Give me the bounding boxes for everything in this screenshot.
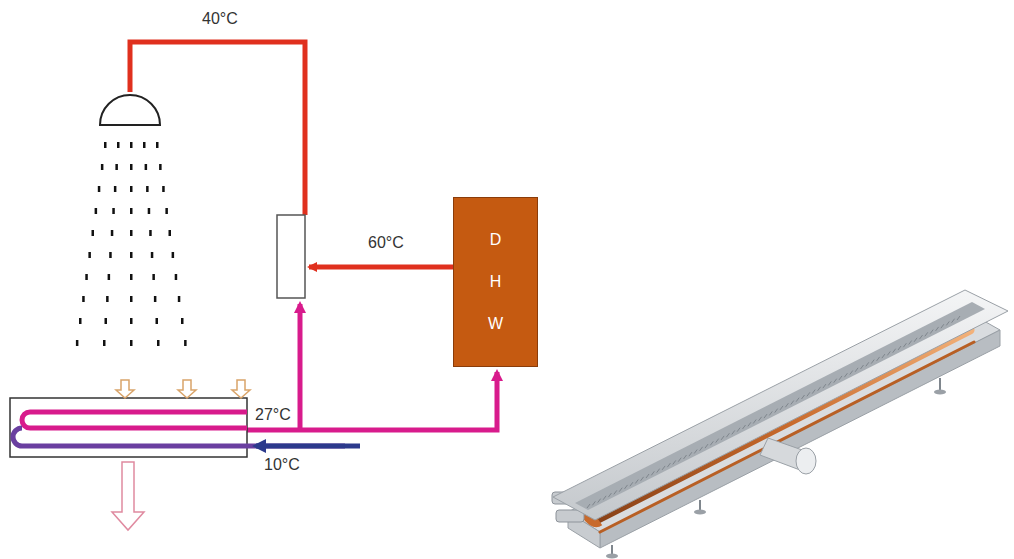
exchanger-coil [13, 428, 345, 446]
exchanger-coil [22, 412, 247, 428]
water-spray [76, 142, 187, 346]
cold-inlet-arrow [256, 444, 360, 449]
drain-channel-illustration [552, 290, 1008, 559]
hot-pipe [130, 42, 305, 215]
waste-water-arrow [116, 380, 250, 398]
preheated-pipe [298, 304, 303, 430]
temperature-label: 60°C [366, 234, 406, 252]
tank-label: D H W [488, 219, 504, 345]
drain-arrow [112, 462, 144, 530]
hot-water-arrow [309, 265, 453, 270]
temperature-label: 40°C [200, 10, 240, 28]
dhw-tank: D H W [453, 197, 538, 367]
temperature-label: 27°C [253, 406, 293, 424]
temperature-label: 10°C [262, 456, 302, 474]
preheated-pipe [247, 372, 497, 430]
shower-head [100, 95, 160, 125]
mixing-valve [277, 215, 305, 298]
